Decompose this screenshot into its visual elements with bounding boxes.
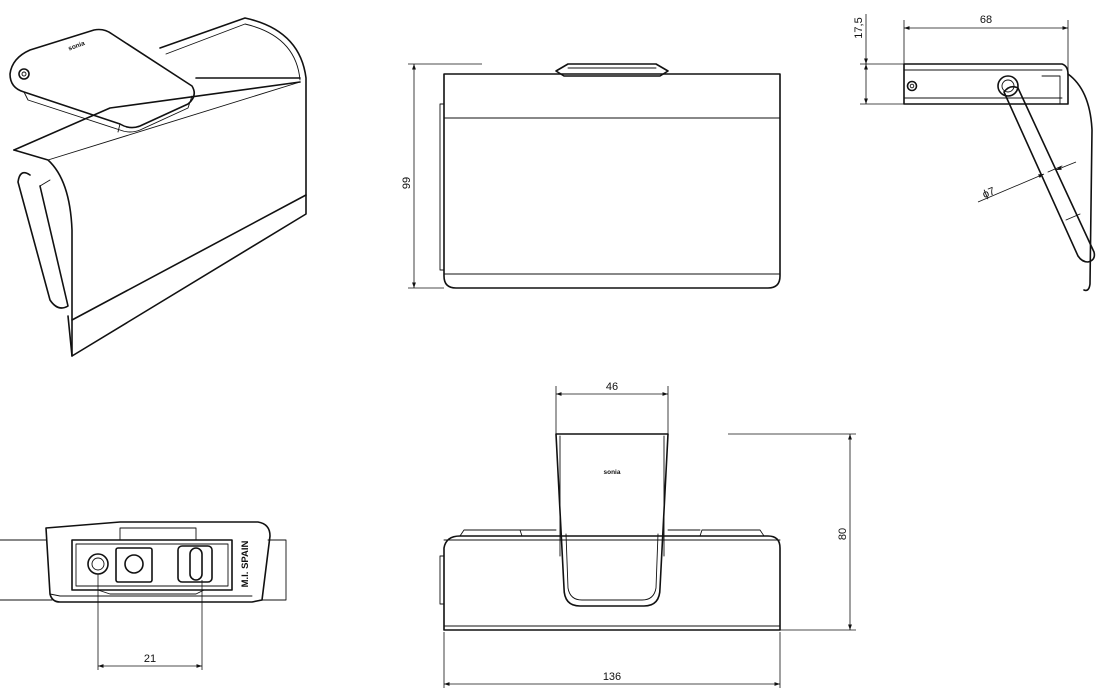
back-view: M.I. SPAIN — [0, 521, 287, 603]
dim-label-phi7: ϕ7 — [981, 185, 997, 201]
top-view: sonia — [439, 433, 781, 631]
front-view — [439, 63, 781, 289]
dimension-top-width: 46 — [555, 381, 669, 434]
dimension-side-depth: 68 — [903, 14, 1069, 74]
brand-logo-top: sonia — [604, 469, 621, 476]
side-view — [903, 63, 1096, 292]
isometric-view: sonia — [9, 17, 307, 357]
dim-label-46: 46 — [606, 381, 618, 393]
dim-label-80: 80 — [837, 528, 849, 540]
stamp-mi-spain: M.I. SPAIN — [240, 540, 251, 587]
dimension-side-top-offset: 17,5 — [853, 14, 904, 105]
dimension-hole-spacing: 21 — [97, 574, 203, 670]
dim-label-68: 68 — [980, 14, 992, 26]
dimension-front-height: 99 — [401, 63, 482, 289]
dimension-top-depth: 80 — [728, 433, 856, 631]
dimension-overall-width: 136 — [443, 632, 781, 688]
brand-logo-iso: sonia — [67, 40, 86, 53]
dim-label-99: 99 — [401, 177, 413, 189]
dim-label-136: 136 — [603, 671, 621, 683]
dimension-rod-diameter: ϕ7 — [977, 161, 1077, 203]
dim-label-21: 21 — [144, 653, 156, 665]
dim-label-17-5: 17,5 — [853, 17, 865, 38]
